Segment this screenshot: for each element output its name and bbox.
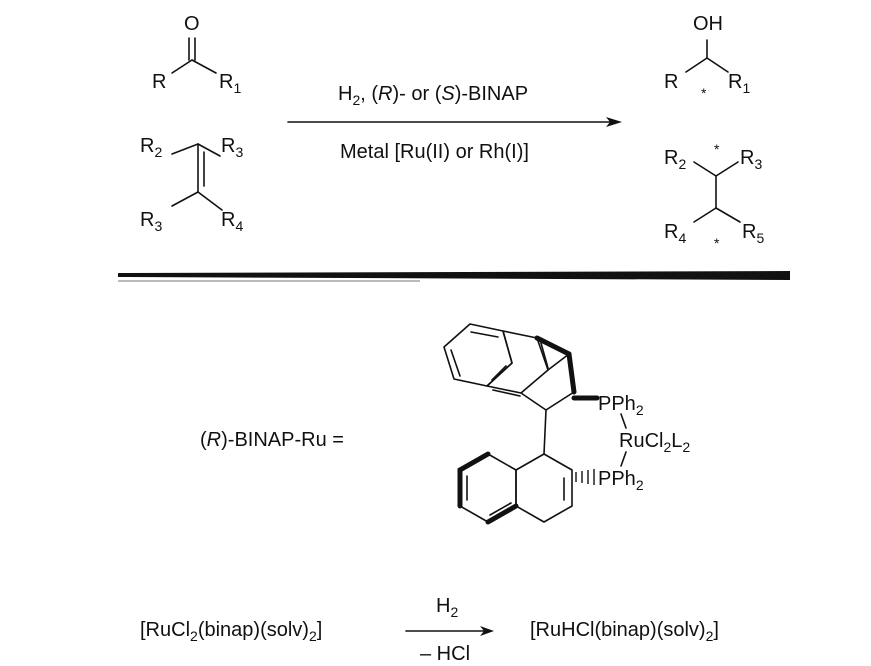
alkane-r3: R3 — [740, 147, 762, 172]
alkene-r2: R2 — [140, 135, 162, 160]
alkane-r4: R4 — [664, 221, 686, 246]
main-reaction-arrow — [287, 117, 622, 127]
upper-ring-bold-edge — [534, 335, 572, 357]
lower-p-hashed-bond — [575, 469, 595, 485]
alkane-r2: R2 — [664, 147, 686, 172]
active-catalyst-formula: [RuHCl(binap)(solv)2] — [530, 619, 719, 644]
upper-ring-bold-edge-2 — [566, 351, 577, 395]
ru-center: RuCl2L2 — [619, 430, 690, 455]
biaryl-bond — [543, 409, 547, 455]
binap-ru-label: (R)-BINAP-Ru = — [200, 429, 344, 451]
lower-ring-bold-edge-2 — [485, 503, 519, 525]
ketone-oxygen: O — [184, 13, 200, 35]
precatalyst-formula: [RuCl2(binap)(solv)2] — [140, 619, 322, 644]
alcohol-r: R — [664, 71, 678, 93]
alkane-star-bottom: * — [714, 235, 720, 251]
alkene-r4: R4 — [221, 209, 243, 234]
activation-reagent: H2 — [436, 595, 458, 620]
alkene-r3-bottom: R3 — [140, 209, 162, 234]
pph2-upper: PPh2 — [598, 393, 644, 418]
alkane-structure: * * R2 R3 R4 R5 — [664, 141, 764, 251]
alkane-star-top: * — [714, 141, 720, 157]
alcohol-stereocenter-star: * — [701, 85, 707, 101]
lower-ring-bold-edge — [457, 451, 491, 509]
activation-byproduct: – HCl — [420, 643, 470, 665]
arrow-conditions-label: Metal [Ru(II) or Rh(I)] — [340, 141, 529, 163]
pph2-lower: PPh2 — [598, 468, 644, 493]
binap-upper-naphthalene — [443, 323, 549, 397]
ketone-r1: R1 — [219, 71, 241, 96]
arrow-reagents-label: H2, (R)- or (S)-BINAP — [338, 83, 528, 108]
alkane-r5: R5 — [742, 221, 764, 246]
alcohol-r1: R1 — [728, 71, 750, 96]
alkene-r3-top: R3 — [221, 135, 243, 160]
binap-lower-naphthalene — [459, 453, 573, 523]
alcohol-structure: OH R * R1 — [664, 13, 750, 101]
ketone-structure: O R R1 — [152, 13, 241, 96]
alcohol-oh: OH — [693, 13, 723, 35]
activation-arrow — [405, 626, 494, 636]
p-ru-bond-lower — [620, 451, 627, 467]
ketone-r: R — [152, 71, 166, 93]
section-divider — [118, 271, 790, 282]
p-ru-bond-upper — [620, 413, 627, 429]
alkene-structure: R2 R3 R3 R4 — [140, 135, 243, 234]
